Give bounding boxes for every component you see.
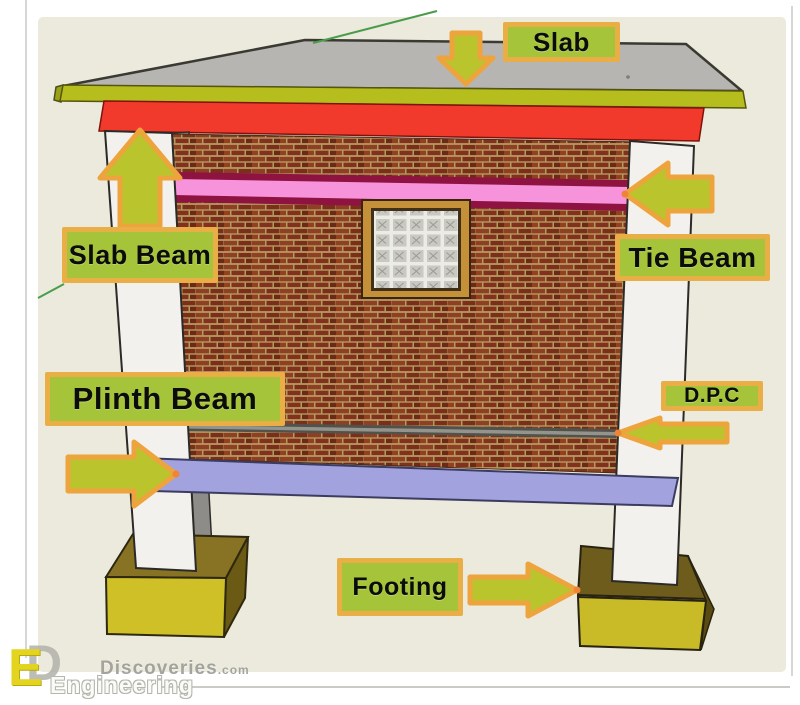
arrow-tip-dot (172, 470, 180, 478)
arrow-tip-dot (573, 586, 581, 594)
slab-top-surface (61, 38, 744, 93)
slab-speck (626, 75, 630, 79)
arrow-tip-dot (614, 429, 622, 437)
dpc-arrow-left-icon (615, 415, 730, 451)
plinth-beam-label: Plinth Beam (45, 372, 285, 426)
window-glass-blocks (374, 211, 458, 288)
slab-label: Slab (503, 22, 620, 62)
slab-beam-label: Slab Beam (62, 227, 218, 283)
footing-arrow-right-icon (467, 561, 580, 619)
right-footing-front (576, 595, 708, 652)
green-axis-line-bottom (37, 283, 65, 299)
left-footing-front (104, 575, 228, 639)
frame-right-line (791, 6, 793, 676)
frame-left-line (25, 0, 27, 658)
green-axis-line-top (312, 10, 438, 44)
slab-beam-red-band (98, 100, 705, 142)
tie-beam-band (174, 179, 628, 204)
dpc-label: D.P.C (661, 381, 763, 411)
slab-beam-arrow-up-icon (97, 127, 183, 229)
arrow-tip-dot (621, 190, 629, 198)
tie-beam-label: Tie Beam (615, 234, 770, 281)
footing-label: Footing (337, 558, 463, 616)
plinth-beam-arrow-right-icon (65, 439, 179, 509)
dpc-strip (185, 425, 616, 436)
slab-arrow-down-icon (436, 30, 496, 87)
tie-beam-arrow-left-icon (622, 160, 715, 228)
